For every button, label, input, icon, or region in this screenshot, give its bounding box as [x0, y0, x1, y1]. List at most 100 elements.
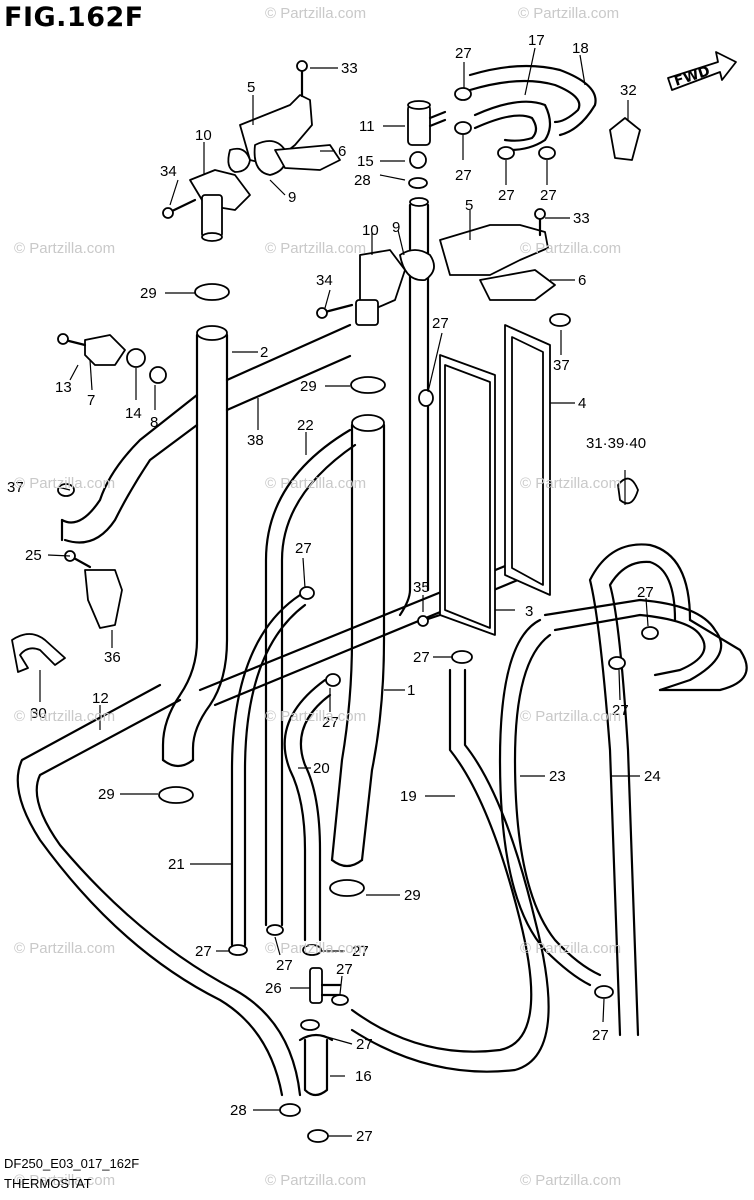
watermark-16: © Partzilla.com [265, 1172, 367, 1189]
gasket-4 [504, 324, 551, 596]
callout-5-lower: 5 [465, 197, 473, 214]
callout-25: 25 [25, 547, 42, 564]
thermostat-housing-upper [189, 94, 341, 242]
watermark-4: © Partzilla.com [265, 240, 367, 257]
small-parts [11, 117, 641, 673]
callout-5-upper: 5 [247, 79, 255, 96]
watermark-13: © Partzilla.com [265, 940, 367, 957]
callout-12: 12 [92, 690, 109, 707]
callout-27-f: 27 [295, 540, 312, 557]
callout-37-left: 37 [7, 479, 24, 496]
callout-27-n: 27 [336, 961, 353, 978]
callout-29-c: 29 [98, 786, 115, 803]
joint-26 [309, 967, 342, 1004]
callout-27-o: 27 [356, 1036, 373, 1053]
callout-23: 23 [549, 768, 566, 785]
callout-37-right: 37 [553, 357, 570, 374]
callout-20: 20 [313, 760, 330, 777]
callout-21: 21 [168, 856, 185, 873]
watermark-7: © Partzilla.com [265, 475, 367, 492]
callout-34-lower: 34 [316, 272, 333, 289]
callout-11: 11 [359, 118, 375, 135]
callout-3: 3 [525, 603, 533, 620]
callout-27-i: 27 [637, 584, 654, 601]
bolts [57, 60, 546, 627]
callout-10-upper: 10 [195, 127, 212, 144]
callout-8: 8 [150, 414, 158, 431]
callout-24: 24 [644, 768, 661, 785]
callout-27-p: 27 [592, 1027, 609, 1044]
leader-lines [39, 47, 649, 1137]
callout-27-q: 27 [356, 1128, 373, 1145]
callout-19: 19 [400, 788, 417, 805]
pipe-11 [407, 100, 447, 146]
callout-27-j: 27 [612, 702, 629, 719]
watermark-1: © Partzilla.com [265, 5, 367, 22]
callout-28-upper: 28 [354, 172, 371, 189]
callout-27-e: 27 [432, 315, 449, 332]
callout-29-b: 29 [300, 378, 317, 395]
callout-9-lower: 9 [392, 219, 400, 236]
watermark-5: © Partzilla.com [520, 240, 622, 257]
callout-18: 18 [572, 40, 589, 57]
callout-30: 30 [30, 705, 47, 722]
figure-title: FIG.162F [4, 2, 144, 33]
hose-21 [230, 593, 307, 947]
watermark-14: © Partzilla.com [520, 940, 622, 957]
hose-23 [498, 598, 723, 987]
callout-16: 16 [355, 1068, 372, 1085]
callout-36: 36 [104, 649, 121, 666]
watermark-11: © Partzilla.com [520, 708, 622, 725]
clamp-rings [57, 87, 659, 1143]
callout-6-upper: 6 [338, 143, 346, 160]
hose-24 [588, 543, 748, 1037]
callout-1: 1 [407, 682, 415, 699]
figure-name: THERMOSTAT [4, 1176, 92, 1191]
watermark-9: © Partzilla.com [14, 708, 116, 725]
callout-29-a: 29 [140, 285, 157, 302]
callout-35: 35 [413, 579, 430, 596]
callout-27-b: 27 [455, 167, 472, 184]
watermark-6: © Partzilla.com [14, 475, 116, 492]
callout-9-upper: 9 [288, 189, 296, 206]
callout-4: 4 [578, 395, 586, 412]
watermark-2: © Partzilla.com [518, 5, 620, 22]
hose-38 [60, 323, 352, 544]
hose-20 [283, 678, 332, 942]
hose-1 [330, 414, 386, 868]
callout-27-d: 27 [540, 187, 557, 204]
hose-17-18 [468, 64, 597, 152]
callout-10-lower: 10 [362, 222, 379, 239]
thermostat-housing-lower [355, 224, 556, 326]
callout-33-upper: 33 [341, 60, 358, 77]
callout-33-lower: 33 [573, 210, 590, 227]
figure-code: DF250_E03_017_162F [4, 1156, 140, 1171]
hose-22 [264, 428, 357, 927]
callout-26: 26 [265, 980, 282, 997]
watermark-12: © Partzilla.com [14, 940, 116, 957]
callout-28-lower: 28 [230, 1102, 247, 1119]
fwd-arrow: FWD [667, 51, 737, 91]
callout-7: 7 [87, 392, 95, 409]
watermark-17: © Partzilla.com [520, 1172, 622, 1189]
callout-31-39-40: 31·39·40 [586, 435, 646, 452]
cover-3 [439, 354, 496, 636]
watermark-15: © Partzilla.com [14, 1172, 116, 1189]
watermark-3: © Partzilla.com [14, 240, 116, 257]
callout-2: 2 [260, 344, 268, 361]
callout-6-lower: 6 [578, 272, 586, 289]
callout-13: 13 [55, 379, 72, 396]
callout-34-upper: 34 [160, 163, 177, 180]
callout-22: 22 [297, 417, 314, 434]
callout-15: 15 [357, 153, 374, 170]
callout-29-d: 29 [404, 887, 421, 904]
watermark-8: © Partzilla.com [520, 475, 622, 492]
watermark-10: © Partzilla.com [265, 708, 367, 725]
callout-17: 17 [528, 32, 545, 49]
callout-27-k: 27 [195, 943, 212, 960]
callout-38: 38 [247, 432, 264, 449]
callout-27-l: 27 [276, 957, 293, 974]
callout-labels: 2 1 3 4 5 5 6 6 7 8 9 9 10 10 11 12 13 1… [7, 32, 661, 1145]
callout-14: 14 [125, 405, 142, 422]
